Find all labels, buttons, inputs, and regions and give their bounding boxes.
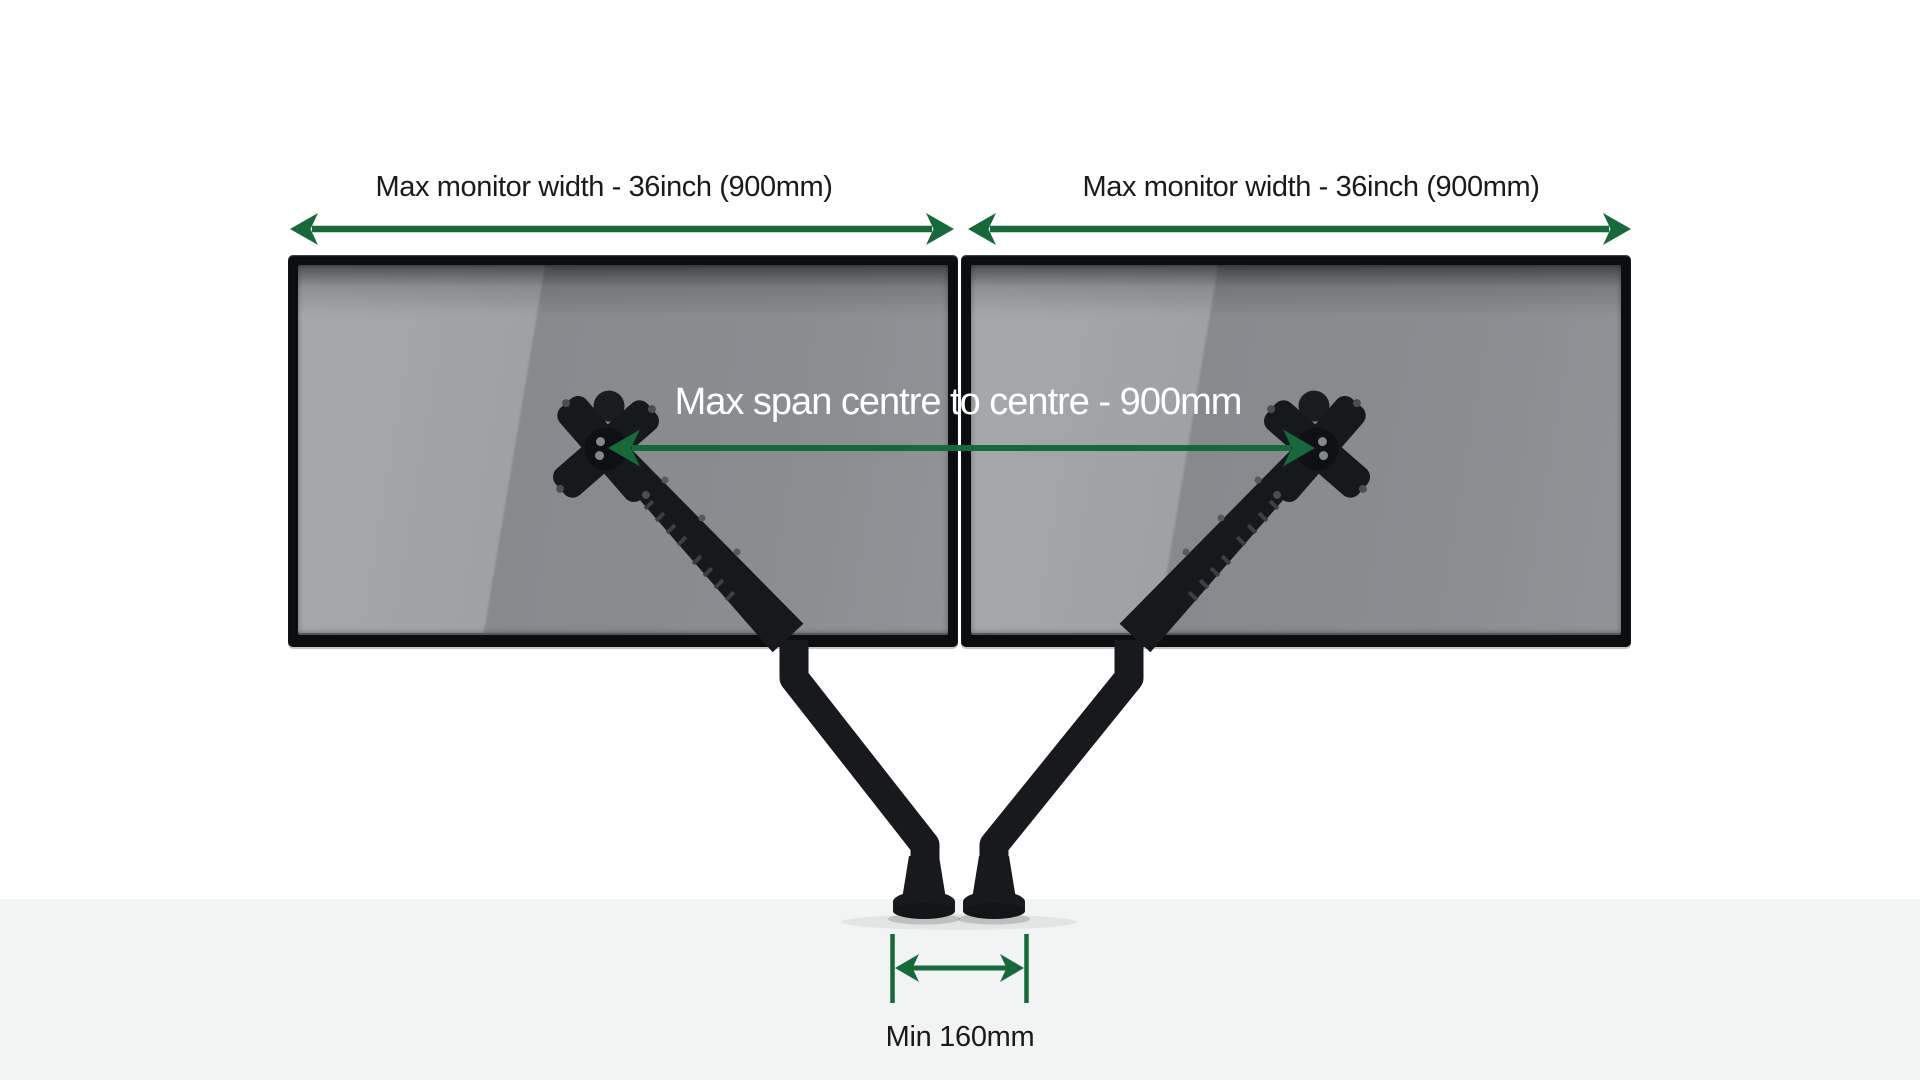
label-monitor-width-right: Max monitor width - 36inch (900mm) xyxy=(1082,171,1540,203)
monitor-right xyxy=(961,255,1631,647)
left-lower-pole xyxy=(779,640,940,899)
label-span-centre-to-centre: Max span centre to centre - 900mm xyxy=(674,381,1243,423)
arrow-left-icon xyxy=(968,213,996,245)
label-monitor-width-left: Max monitor width - 36inch (900mm) xyxy=(375,171,833,203)
arrow-right-icon xyxy=(1603,213,1631,245)
left-clamp-neck xyxy=(902,856,946,899)
label-base-min-distance: Min 160mm xyxy=(885,1021,1035,1053)
dimension-arrow-monitor-width-left xyxy=(290,213,954,245)
monitor-left xyxy=(288,255,958,647)
arrow-right-icon xyxy=(926,213,954,245)
arrow-left-icon xyxy=(290,213,318,245)
monitor-right-back-panel xyxy=(971,265,1621,633)
right-lower-pole xyxy=(979,640,1144,899)
dimension-arrow-monitor-width-right xyxy=(968,213,1631,245)
right-clamp-neck xyxy=(972,856,1016,899)
desk-surface xyxy=(0,899,1920,1080)
monitor-left-back-panel xyxy=(298,265,948,633)
